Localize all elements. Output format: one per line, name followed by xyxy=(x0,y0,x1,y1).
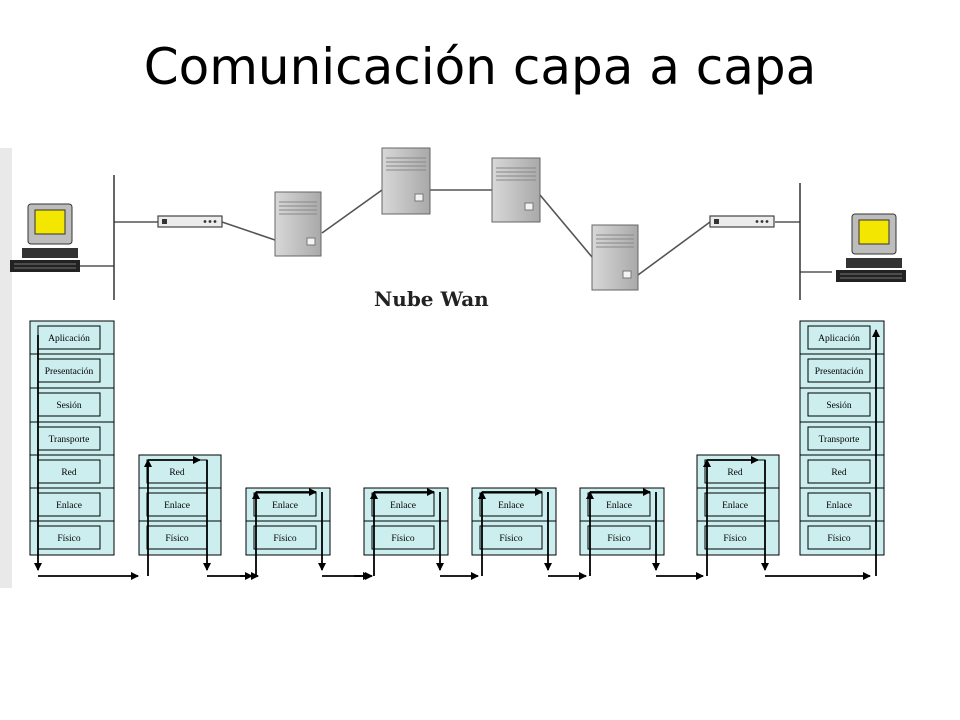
layer-label: Presentación xyxy=(45,367,94,377)
osi-stacks: AplicaciónPresentaciónSesiónTransporteRe… xyxy=(29,320,885,556)
layer-label-box xyxy=(807,492,871,517)
layer-label: Enlace xyxy=(164,501,190,511)
layer-label: Red xyxy=(169,468,185,478)
wan-label: Nube Wan xyxy=(374,287,489,311)
layer-label: Físico xyxy=(165,534,188,544)
layer-label-box xyxy=(479,492,543,517)
layer-label-box xyxy=(253,492,317,517)
layer-label-box xyxy=(371,492,435,517)
left-edge-strip xyxy=(0,148,12,588)
layer-label: Enlace xyxy=(498,501,524,511)
layer-label-box xyxy=(253,525,317,550)
layer-label-box xyxy=(587,525,651,550)
layer-label-box xyxy=(807,426,871,451)
layer-label-box xyxy=(807,392,871,417)
layer-label: Enlace xyxy=(272,501,298,511)
server-icon-3 xyxy=(491,157,541,223)
slide-title: Comunicación capa a capa xyxy=(143,38,817,96)
layer-label: Red xyxy=(831,468,847,478)
monitor-screen-left xyxy=(34,209,66,235)
layer-label: Físico xyxy=(499,534,522,544)
server-icon-2 xyxy=(381,147,431,215)
computer-icon-right xyxy=(836,213,906,282)
host-stack-right: AplicaciónPresentaciónSesiónTransporteRe… xyxy=(799,320,885,556)
flow-arrows xyxy=(34,329,880,580)
layer-label: Red xyxy=(61,468,77,478)
layer-label-box xyxy=(479,525,543,550)
layer-label-box xyxy=(807,459,871,484)
layer-label: Físico xyxy=(391,534,414,544)
layer-label: Sesión xyxy=(826,401,852,411)
layer-label: Enlace xyxy=(56,501,82,511)
layer-label: Enlace xyxy=(826,501,852,511)
hub-icon-right xyxy=(709,215,775,228)
layer-label: Aplicación xyxy=(48,334,90,344)
layer-label: Transporte xyxy=(819,435,860,445)
host-stack-left: AplicaciónPresentaciónSesiónTransporteRe… xyxy=(29,320,115,556)
layer-label-box xyxy=(587,492,651,517)
layer-label: Enlace xyxy=(390,501,416,511)
monitor-screen-right xyxy=(858,219,890,245)
layer-label: Físico xyxy=(723,534,746,544)
layer-label: Enlace xyxy=(722,501,748,511)
layer-label: Red xyxy=(727,468,743,478)
layer-label-box xyxy=(807,525,871,550)
layer-label: Aplicación xyxy=(818,334,860,344)
layer-label: Físico xyxy=(273,534,296,544)
layer-label: Enlace xyxy=(606,501,632,511)
layer-label-box xyxy=(807,358,871,383)
server-icon-4 xyxy=(591,224,639,291)
layer-label: Transporte xyxy=(49,435,90,445)
layer-label: Sesión xyxy=(56,401,82,411)
computer-icon-left xyxy=(10,203,80,272)
layer-label-box xyxy=(807,325,871,350)
layer-label: Físico xyxy=(607,534,630,544)
layer-label: Físico xyxy=(827,534,850,544)
layer-label: Presentación xyxy=(815,367,864,377)
hub-icon-left xyxy=(157,215,223,228)
server-icon-1 xyxy=(274,191,322,257)
layer-label: Físico xyxy=(57,534,80,544)
layer-label-box xyxy=(371,525,435,550)
